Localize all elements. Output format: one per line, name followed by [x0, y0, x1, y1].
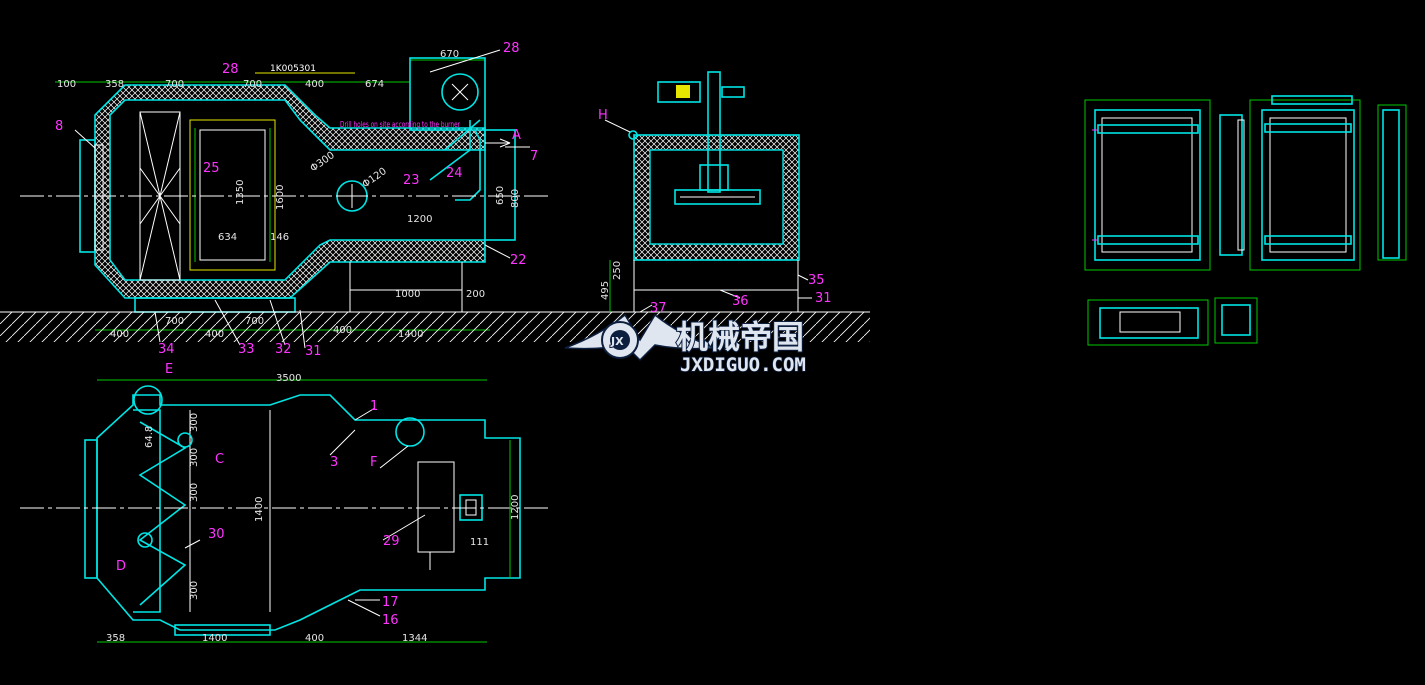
balloon-8: 8 — [55, 119, 63, 134]
side-elevation-view: 100 358 700 700 400 674 670 1K005301 Dri… — [0, 41, 870, 359]
balloon-30: 30 — [208, 527, 225, 542]
dim-495: 495 — [600, 281, 611, 300]
letter-A: A — [512, 128, 521, 143]
dim-1344: 1344 — [402, 633, 427, 644]
dim-bot-2: 700 — [165, 316, 184, 327]
dim-300-b: 300 — [189, 448, 200, 467]
watermark-cn: 机械帝国 — [676, 318, 804, 356]
dim-400b: 400 — [333, 325, 352, 336]
dim-top-5: 400 — [305, 79, 324, 90]
dim-top-3: 700 — [165, 79, 184, 90]
balloon-37: 37 — [650, 301, 667, 316]
balloon-25: 25 — [203, 161, 220, 176]
balloon-31: 31 — [305, 344, 322, 359]
dim-1600: 1600 — [275, 185, 286, 210]
dia-300: Φ300 — [308, 150, 336, 174]
dim-300-c: 300 — [189, 483, 200, 502]
dim-64-8: 64.8 — [144, 426, 155, 448]
dim-111: 111 — [470, 537, 489, 548]
balloon-35: 35 — [808, 273, 825, 288]
plan-view: 3500 1400 358 1400 400 1344 1200 300 300… — [20, 362, 550, 644]
dim-top-6: 674 — [365, 79, 384, 90]
dim-300-d: 300 — [189, 581, 200, 600]
dim-top-7: 670 — [440, 49, 459, 60]
dim-800: 800 — [510, 189, 521, 208]
letter-H: H — [598, 108, 608, 123]
balloon-32: 32 — [275, 342, 292, 357]
balloon-1: 1 — [370, 399, 378, 414]
dim-bot-4: 400 — [205, 329, 224, 340]
end-view: 495 250 37 36 35 31 H — [598, 71, 832, 316]
balloon-16: 16 — [382, 613, 399, 628]
dim-top-2: 358 — [105, 79, 124, 90]
dim-bot-5: 1400 — [398, 329, 423, 340]
dim-250: 250 — [612, 261, 623, 280]
part-number-note: 1K005301 — [270, 64, 316, 74]
dim-200: 200 — [466, 289, 485, 300]
dim-bot-3: 700 — [245, 316, 264, 327]
dia-120: Φ120 — [360, 166, 388, 190]
balloon-22: 22 — [510, 253, 527, 268]
watermark-en: JXDIGUO.COM — [680, 354, 806, 376]
dim-bot-1: 400 — [110, 329, 129, 340]
balloon-17: 17 — [382, 595, 399, 610]
balloon-34: 34 — [158, 342, 175, 357]
dim-1200: 1200 — [510, 495, 521, 520]
balloon-29: 29 — [383, 534, 400, 549]
dim-1200: 1200 — [407, 214, 432, 225]
letter-C: C — [215, 452, 224, 467]
dim-3500: 3500 — [276, 373, 301, 384]
balloon-7: 7 — [530, 149, 538, 164]
balloon-33: 33 — [238, 342, 255, 357]
balloon-28: 28 — [222, 62, 239, 77]
dim-1350: 1350 — [235, 180, 246, 205]
drill-hole-note: Drill holes on site according to the bur… — [340, 120, 461, 129]
dim-top-1: 100 — [57, 79, 76, 90]
dim-634: 634 — [218, 232, 237, 243]
watermark: JX 机械帝国 JXDIGUO.COM — [564, 313, 807, 377]
logo-text: JX — [610, 335, 624, 348]
dim-top-4: 700 — [243, 79, 262, 90]
balloon-36: 36 — [732, 294, 749, 309]
balloon-24: 24 — [446, 166, 463, 181]
dim-1400-h: 1400 — [202, 633, 227, 644]
dim-300-a: 300 — [189, 413, 200, 432]
balloon-28-fan: 28 — [503, 41, 520, 56]
letter-D: D — [116, 559, 126, 574]
letter-F: F — [370, 455, 377, 470]
balloon-3: 3 — [330, 455, 338, 470]
letter-E: E — [165, 362, 173, 377]
detail-sheets — [1084, 95, 1407, 346]
dim-1400-v: 1400 — [254, 497, 265, 522]
dim-358: 358 — [106, 633, 125, 644]
dim-650: 650 — [495, 186, 506, 205]
balloon-31-end: 31 — [815, 291, 832, 306]
balloon-23: 23 — [403, 173, 420, 188]
dim-146: 146 — [270, 232, 289, 243]
dim-400: 400 — [305, 633, 324, 644]
dim-1000: 1000 — [395, 289, 420, 300]
